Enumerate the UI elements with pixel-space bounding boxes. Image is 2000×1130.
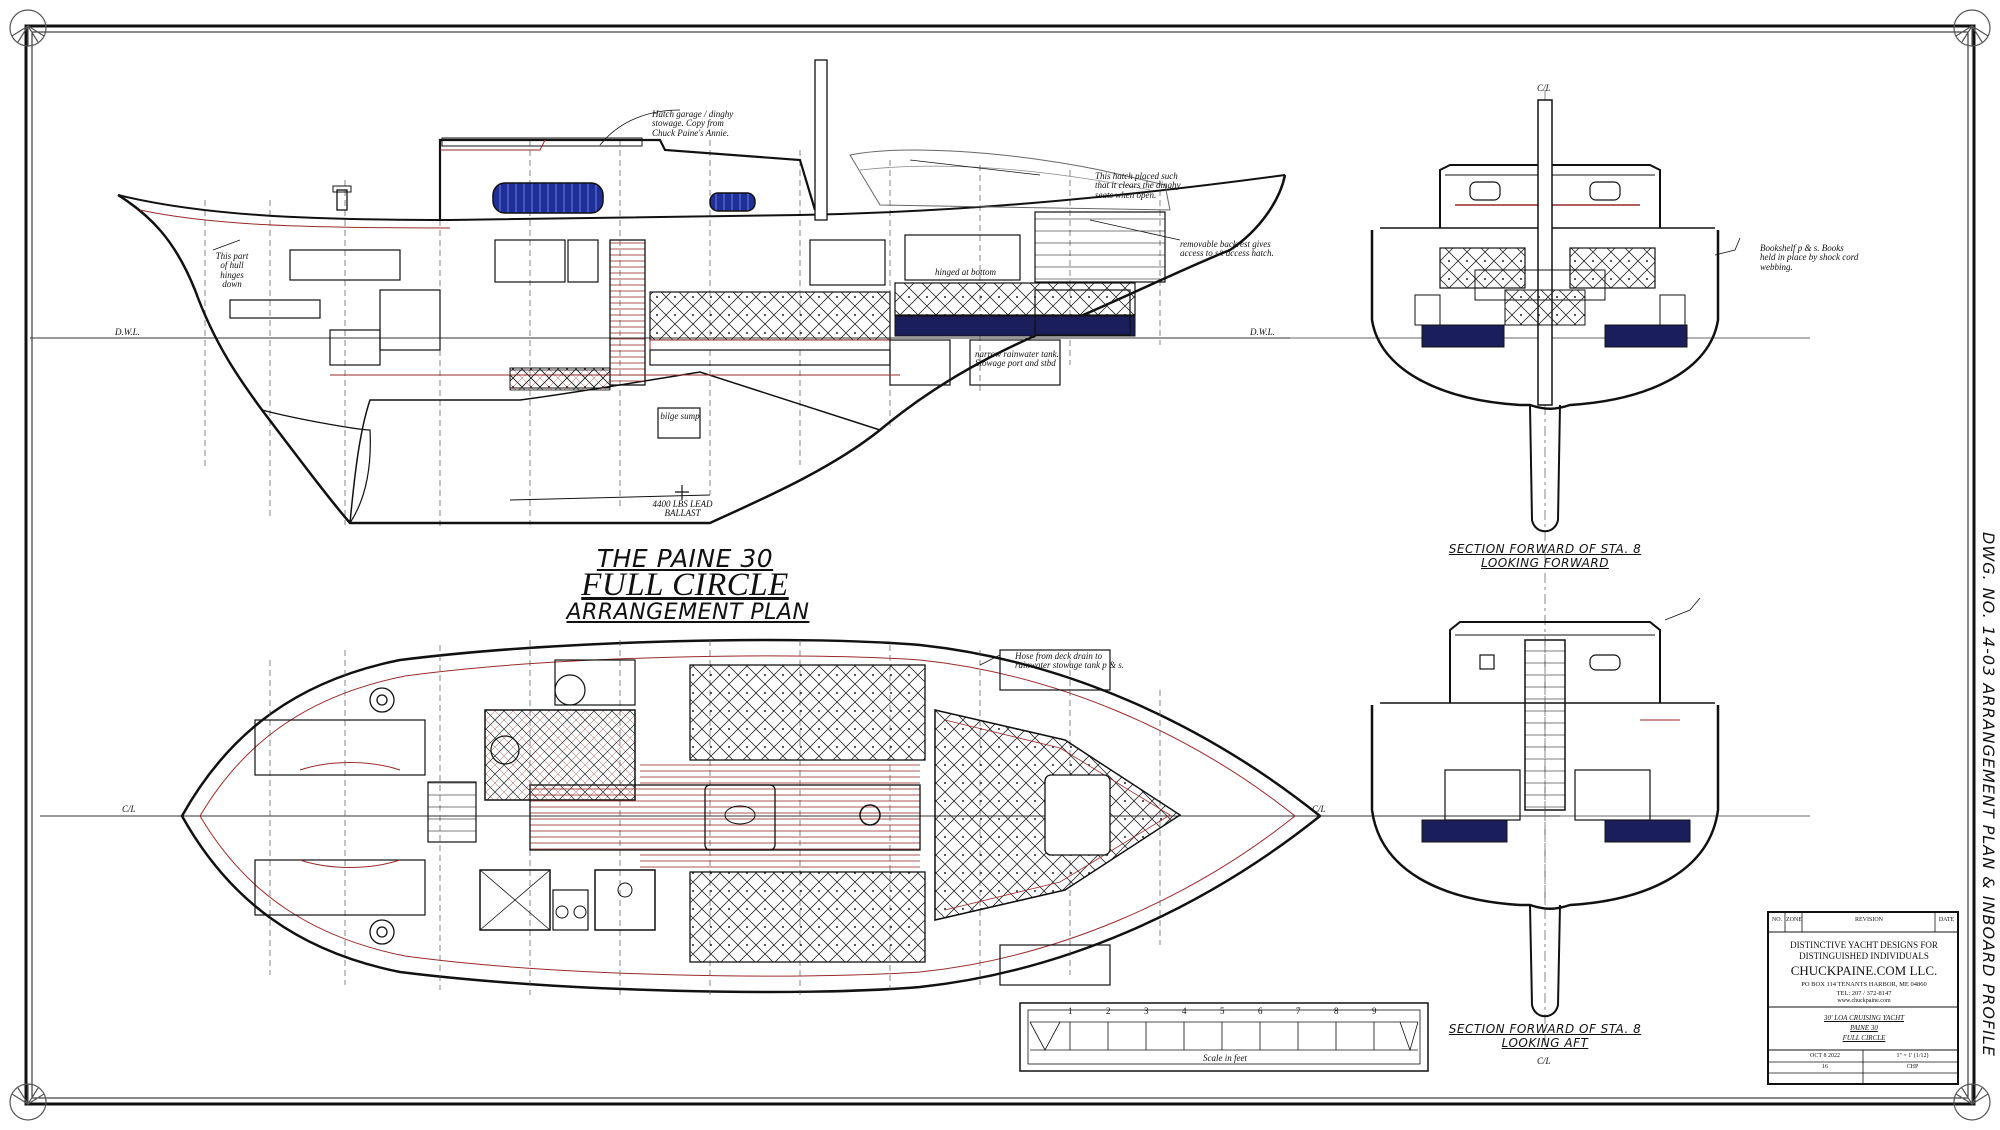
tb-tagline-2: DISTINGUISHED INDIVIDUALS: [1799, 951, 1929, 961]
section-aft-caption-2: LOOKING AFT: [1501, 1036, 1589, 1050]
scale-tick: 4: [1182, 1006, 1187, 1016]
label-cl-plan-left: C/L: [122, 804, 136, 814]
scale-tick: 5: [1220, 1006, 1225, 1016]
scale-tick: 8: [1334, 1006, 1339, 1016]
note-removable-backrest: removable backrest gives access to s/t a…: [1180, 239, 1274, 259]
section-aft-caption-1: SECTION FORWARD OF STA. 8: [1448, 1022, 1642, 1036]
label-cl-plan-right: C/L: [1312, 804, 1326, 814]
tb-desc-3: FULL CIRCLE: [1842, 1034, 1886, 1042]
section-fwd-caption-2: LOOKING FORWARD: [1481, 556, 1609, 570]
label-cl-section-top: C/L: [1537, 83, 1551, 93]
note-narrow-tank: narrow rainwater tank. Stowage port and …: [975, 349, 1059, 369]
scale-tick: 9: [1372, 1006, 1377, 1016]
label-dwl-right: D.W.L.: [1250, 327, 1275, 337]
scale-tick: 3: [1144, 1006, 1149, 1016]
tb-desc-2: PAINE 30: [1850, 1024, 1878, 1032]
title-line-3: ARRANGEMENT PLAN: [566, 600, 810, 625]
section-looking-forward: [1290, 90, 1810, 1050]
scale-tick: 6: [1258, 1006, 1263, 1016]
tb-desc-1: 30' LOA CRUISING YACHT: [1823, 1014, 1905, 1022]
tb-col-no: NO.: [1771, 917, 1783, 923]
tb-scale: 1" = 1' (1/12): [1896, 1053, 1929, 1059]
tb-web: www.chuckpaine.com: [1837, 998, 1891, 1004]
tb-tagline-1: DISTINCTIVE YACHT DESIGNS FOR: [1790, 940, 1938, 950]
scale-tick: 7: [1296, 1006, 1301, 1016]
tb-company: CHUCKPAINE.COM LLC.: [1790, 963, 1938, 978]
label-cl-section-bottom: C/L: [1537, 1056, 1551, 1066]
corner-shell-icon: [9, 9, 1991, 1121]
tb-sheet: 16: [1822, 1064, 1828, 1070]
note-hatch-placed: This hatch placed such that it clears th…: [1095, 171, 1181, 200]
tb-col-revision: REVISION: [1855, 917, 1883, 923]
tb-address: PO BOX 114 TENANTS HARBOR, ME 04860: [1801, 981, 1927, 988]
title-block-frame: [1767, 911, 1959, 1085]
note-hinged-hull: This part of hull hinges down: [215, 251, 249, 290]
title-line-2: FULL CIRCLE: [581, 567, 789, 603]
scale-bar: [1019, 1002, 1429, 1072]
title-line-1: THE PAINE 30: [596, 544, 774, 573]
tb-date: OCT 8 2022: [1810, 1053, 1840, 1059]
section-looking-aft: [1290, 597, 1810, 1018]
tb-by: CHP: [1906, 1064, 1919, 1070]
note-hose: Hose from deck drain to rainwater stowag…: [1015, 651, 1125, 671]
scale-tick: 1: [1068, 1006, 1073, 1016]
inboard-profile: [30, 59, 1290, 530]
drawing-number: DWG. NO. 14-03 ARRANGEMENT PLAN & INBOAR…: [1979, 532, 1998, 1057]
note-ballast: 4400 LBS LEAD BALLAST: [652, 499, 713, 519]
note-bilge-sump: bilge sump: [660, 411, 700, 421]
tb-phone: TEL: 207 / 372-8147: [1836, 990, 1892, 997]
sheet-border: [24, 24, 1976, 1106]
note-hatch-garage: Hatch garage / dinghy stowage. Copy from…: [652, 109, 734, 138]
note-hinged-bottom: hinged at bottom: [935, 267, 996, 277]
arrangement-plan: [40, 638, 1560, 995]
scale-label: Scale in feet: [1203, 1053, 1247, 1063]
label-dwl-left: D.W.L.: [115, 327, 140, 337]
note-bookshelf: Bookshelf p & s. Books held in place by …: [1760, 243, 1859, 272]
section-fwd-caption-1: SECTION FORWARD OF STA. 8: [1448, 542, 1642, 556]
scale-tick: 2: [1106, 1006, 1111, 1016]
tb-col-zone: ZONE: [1786, 917, 1802, 923]
tb-col-date: DATE: [1938, 917, 1955, 923]
